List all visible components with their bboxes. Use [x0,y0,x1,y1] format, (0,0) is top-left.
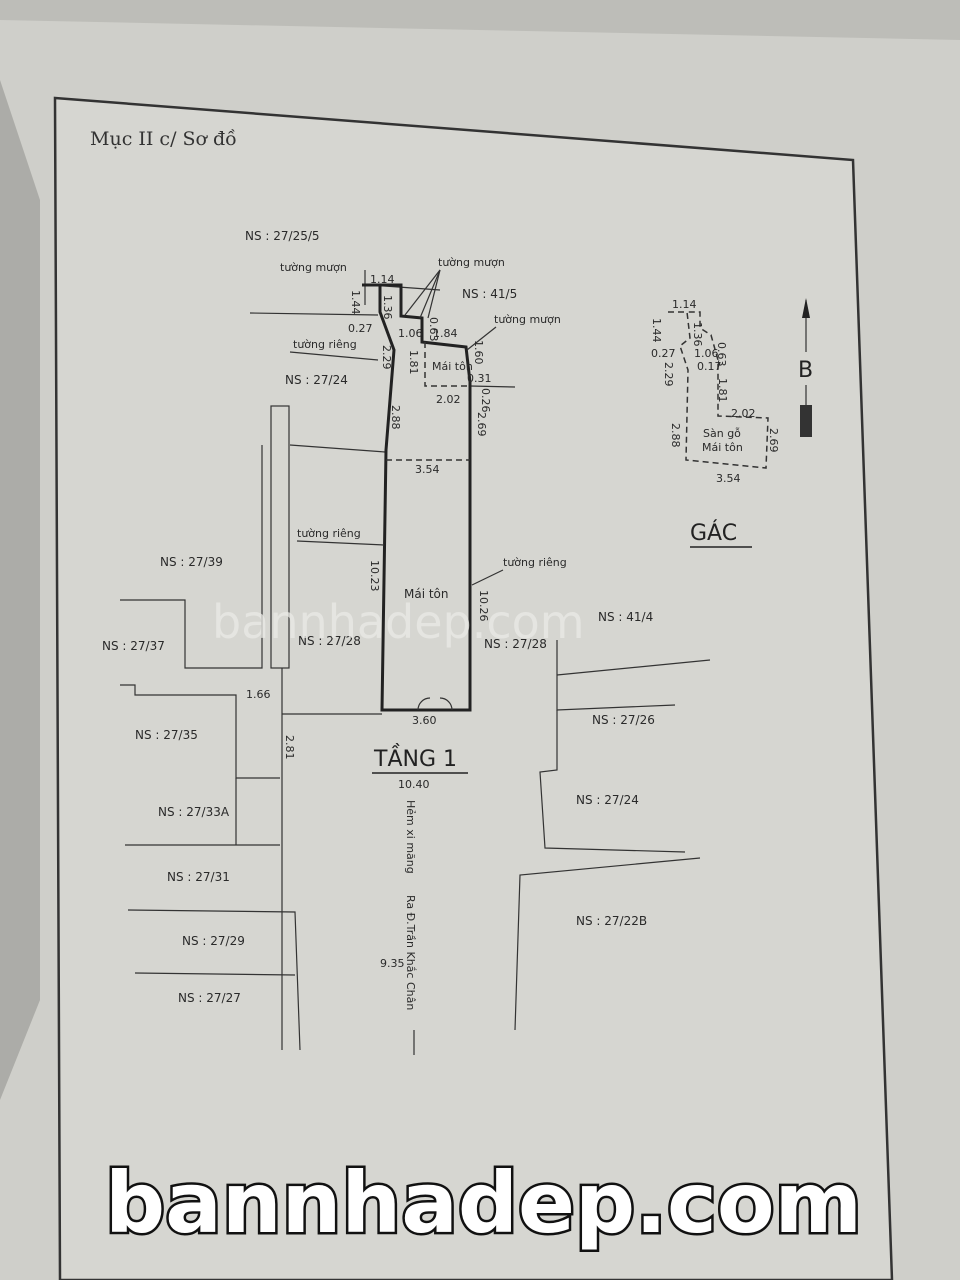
dimension: 0.63 [427,317,440,342]
dimension: 10.23 [368,560,381,592]
watermark: bannhadep.com [212,595,585,649]
dimension: 0.63 [715,342,728,367]
dimension: 2.88 [389,405,402,430]
wall-label: tường riêng [293,338,357,351]
neighbor-label: NS : 27/28 [484,637,547,651]
roof-label: Mái tôn [702,441,743,454]
neighbor-label: NS : 27/35 [135,728,198,742]
mezzanine-title: GÁC [690,520,737,546]
wall-label: tường mượn [280,261,347,274]
neighbor-label: NS : 27/25/5 [245,229,320,243]
neighbor-label: NS : 27/37 [102,639,165,653]
neighbor-label: NS : 27/27 [178,991,241,1005]
wall-label: tường riêng [503,556,567,569]
dimension: 1.81 [716,378,729,403]
dimension: 3.54 [415,463,440,476]
neighbor-label: NS : 27/22B [576,914,647,928]
dimension: 2.69 [767,428,780,453]
wall-label: tường mượn [438,256,505,269]
roof-label: Mái tôn [404,587,449,601]
house-outline [362,283,472,712]
dimension: 1.44 [650,318,663,343]
wall-label: tường mượn [494,313,561,326]
north-arrow-icon [800,298,812,437]
neighbor-label: NS : 41/4 [598,610,653,624]
section-title: Mục II c/ Sơ đồ [90,128,237,150]
shadow [0,80,40,1100]
floor-label: Sàn gỗ [703,427,741,440]
neighbor-label: NS : 27/24 [285,373,348,387]
boundary-lines [120,270,711,1051]
dimension: 1.84 [433,327,458,340]
wall-label: tường riêng [297,527,361,540]
neighbor-label: NS : 27/26 [592,713,655,727]
dimension: 1.06 [398,327,423,340]
dimension: 2.02 [731,407,756,420]
dimension: 1.81 [407,350,420,375]
neighbor-label: NS : 27/28 [298,634,361,648]
dimension: 10.26 [477,590,490,622]
dimension: 2.81 [283,735,296,760]
roof-dashed [424,342,470,387]
dimension: 0.27 [651,347,676,360]
mezzanine-plan: 1.14 1.44 1.36 0.27 1.06 0.63 0.17 2.29 … [650,298,780,485]
neighbor-labels: NS : 27/25/5 NS : 41/5 NS : 27/24 NS : 2… [102,229,655,1005]
dimension-labels: 1.14 1.44 1.36 0.27 1.06 0.63 1.84 1.60 … [246,273,492,970]
dimension: 2.29 [380,345,393,370]
dimension: 1.66 [246,688,271,701]
neighbor-label: NS : 41/5 [462,287,517,301]
watermark: bannhadep.com [105,1154,862,1252]
alley-label: Hẻm xi măng [404,800,417,874]
page-border [53,96,894,1280]
dimension: 2.88 [669,423,682,448]
dimension: 1.14 [370,273,395,286]
dimension: 1.44 [349,290,362,315]
dimension: 2.02 [436,393,461,406]
dimension: 0.17 [697,360,722,373]
neighbor-label: NS : 27/31 [167,870,230,884]
north-label: B [798,358,813,383]
dimension: 1.36 [381,295,394,320]
direction-label: Ra Đ.Trần Khắc Chân [404,895,417,1010]
neighbor-label: NS : 27/29 [182,934,245,948]
dimension: 2.69 [475,412,488,437]
dimension: 1.14 [672,298,697,311]
neighbor-label: NS : 27/24 [576,793,639,807]
door-icon [417,697,453,711]
dimension: 1.36 [691,322,704,347]
wall-labels: tường mượn tường mượn tường mượn tường r… [280,256,567,586]
dimension: 9.35 [380,957,405,970]
dimension: 0.31 [467,372,492,385]
dimension: 3.60 [412,714,437,727]
roof-label: Mái tôn [432,360,473,373]
dimension: 1.06 [694,347,719,360]
dimension: 2.29 [662,362,675,387]
dimension: 10.40 [398,778,430,791]
dimension: 3.54 [716,472,741,485]
neighbor-label: NS : 27/33A [158,805,230,819]
neighbor-label: NS : 27/39 [160,555,223,569]
dimension: 0.26 [479,388,492,413]
ground-floor-title: TẦNG 1 [373,744,457,772]
dimension: 1.60 [472,340,485,365]
dimension: 0.27 [348,322,373,335]
